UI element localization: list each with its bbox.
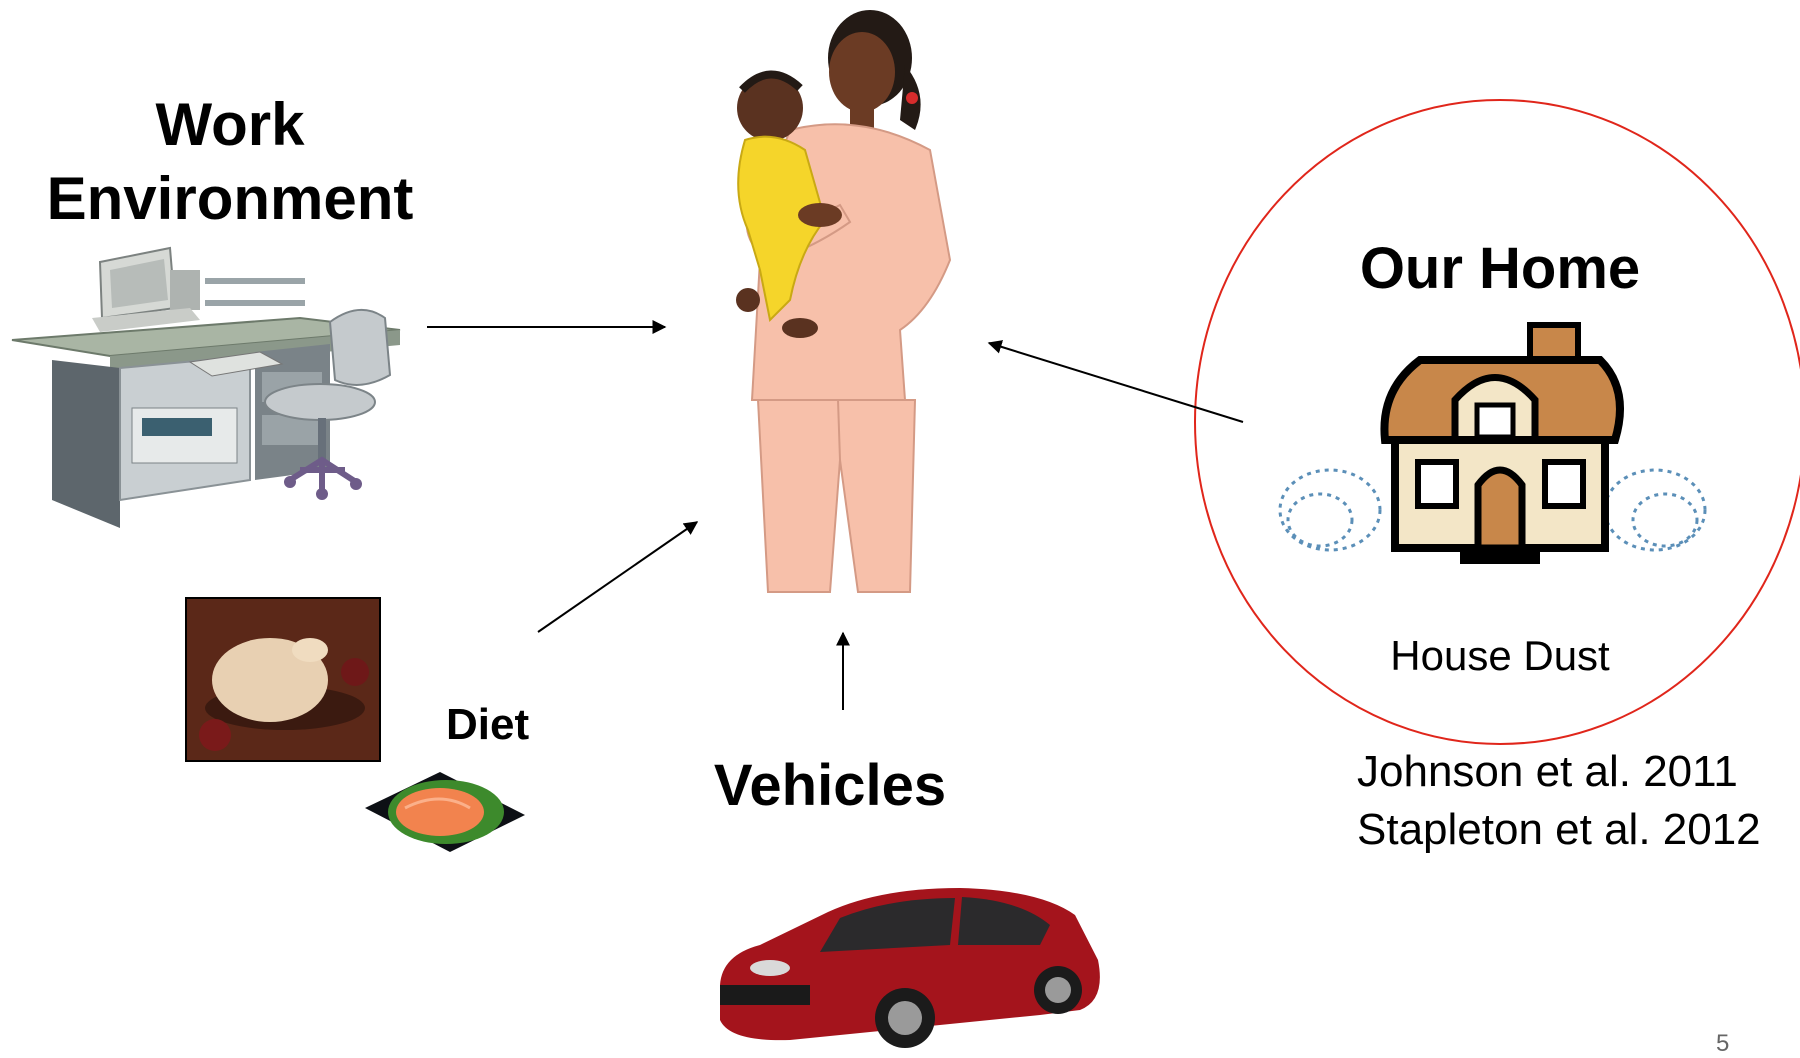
house-icon xyxy=(1278,322,1707,564)
our-home-label: Our Home xyxy=(1359,236,1641,301)
home-highlight-circle xyxy=(1194,99,1800,745)
diet-label: Diet xyxy=(446,700,530,749)
work-label-line2: Environment xyxy=(46,165,414,232)
arrow-diet-to-person xyxy=(537,521,699,633)
house-dust-label: House Dust xyxy=(1390,632,1610,679)
citation-1: Johnson et al. 2011 xyxy=(1357,747,1738,796)
car-icon xyxy=(720,888,1100,1048)
page-number: 5 xyxy=(1716,1030,1730,1057)
salmon-dish-icon xyxy=(365,772,525,852)
work-environment-label: Work Environment xyxy=(20,88,440,236)
citations: Johnson et al. 2011 Stapleton et al. 201… xyxy=(1357,743,1761,859)
turkey-dish-icon xyxy=(185,597,381,762)
office-desk-icon xyxy=(11,246,401,528)
arrow-home-to-person xyxy=(987,340,1244,423)
mother-and-baby-icon xyxy=(736,10,952,593)
vehicles-label: Vehicles xyxy=(713,753,947,818)
work-label-line1: Work xyxy=(155,91,305,158)
citation-2: Stapleton et al. 2012 xyxy=(1357,805,1761,854)
